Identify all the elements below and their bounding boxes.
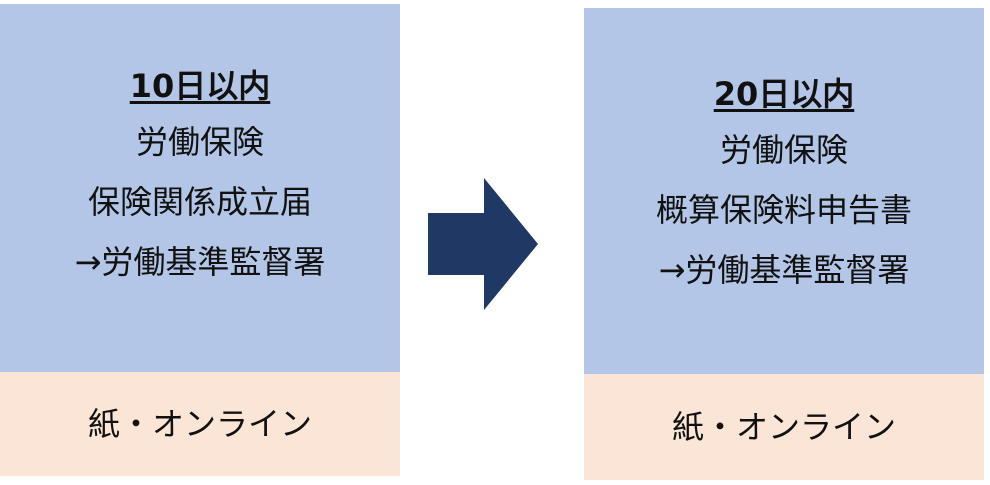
step-card-second-method: 紙・オンライン xyxy=(584,374,984,480)
deadline-label: 10日以内 xyxy=(129,67,271,105)
step-card-second-main: 20日以内 労働保険 概算保険料申告書 →労働基準監督署 xyxy=(584,8,984,374)
deadline-label: 20日以内 xyxy=(713,75,855,113)
flow-arrow-icon xyxy=(428,178,538,310)
step-card-first-method: 紙・オンライン xyxy=(0,372,400,476)
document-line: 労働保険 xyxy=(135,123,264,161)
step-card-first-main: 10日以内 労働保険 保険関係成立届 →労働基準監督署 xyxy=(0,4,400,372)
document-line: 労働保険 xyxy=(719,131,848,169)
submission-method-label: 紙・オンライン xyxy=(87,405,312,443)
document-line: 概算保険料申告書 xyxy=(655,191,912,229)
document-line: 保険関係成立届 xyxy=(87,183,312,221)
step-card-first: 10日以内 労働保険 保険関係成立届 →労働基準監督署 紙・オンライン xyxy=(0,4,400,476)
document-line: →労働基準監督署 xyxy=(658,251,910,289)
submission-method-label: 紙・オンライン xyxy=(671,408,896,446)
step-card-second: 20日以内 労働保険 概算保険料申告書 →労働基準監督署 紙・オンライン xyxy=(584,8,984,480)
flow-arrow-shape xyxy=(428,178,538,310)
document-line: →労働基準監督署 xyxy=(74,243,326,281)
